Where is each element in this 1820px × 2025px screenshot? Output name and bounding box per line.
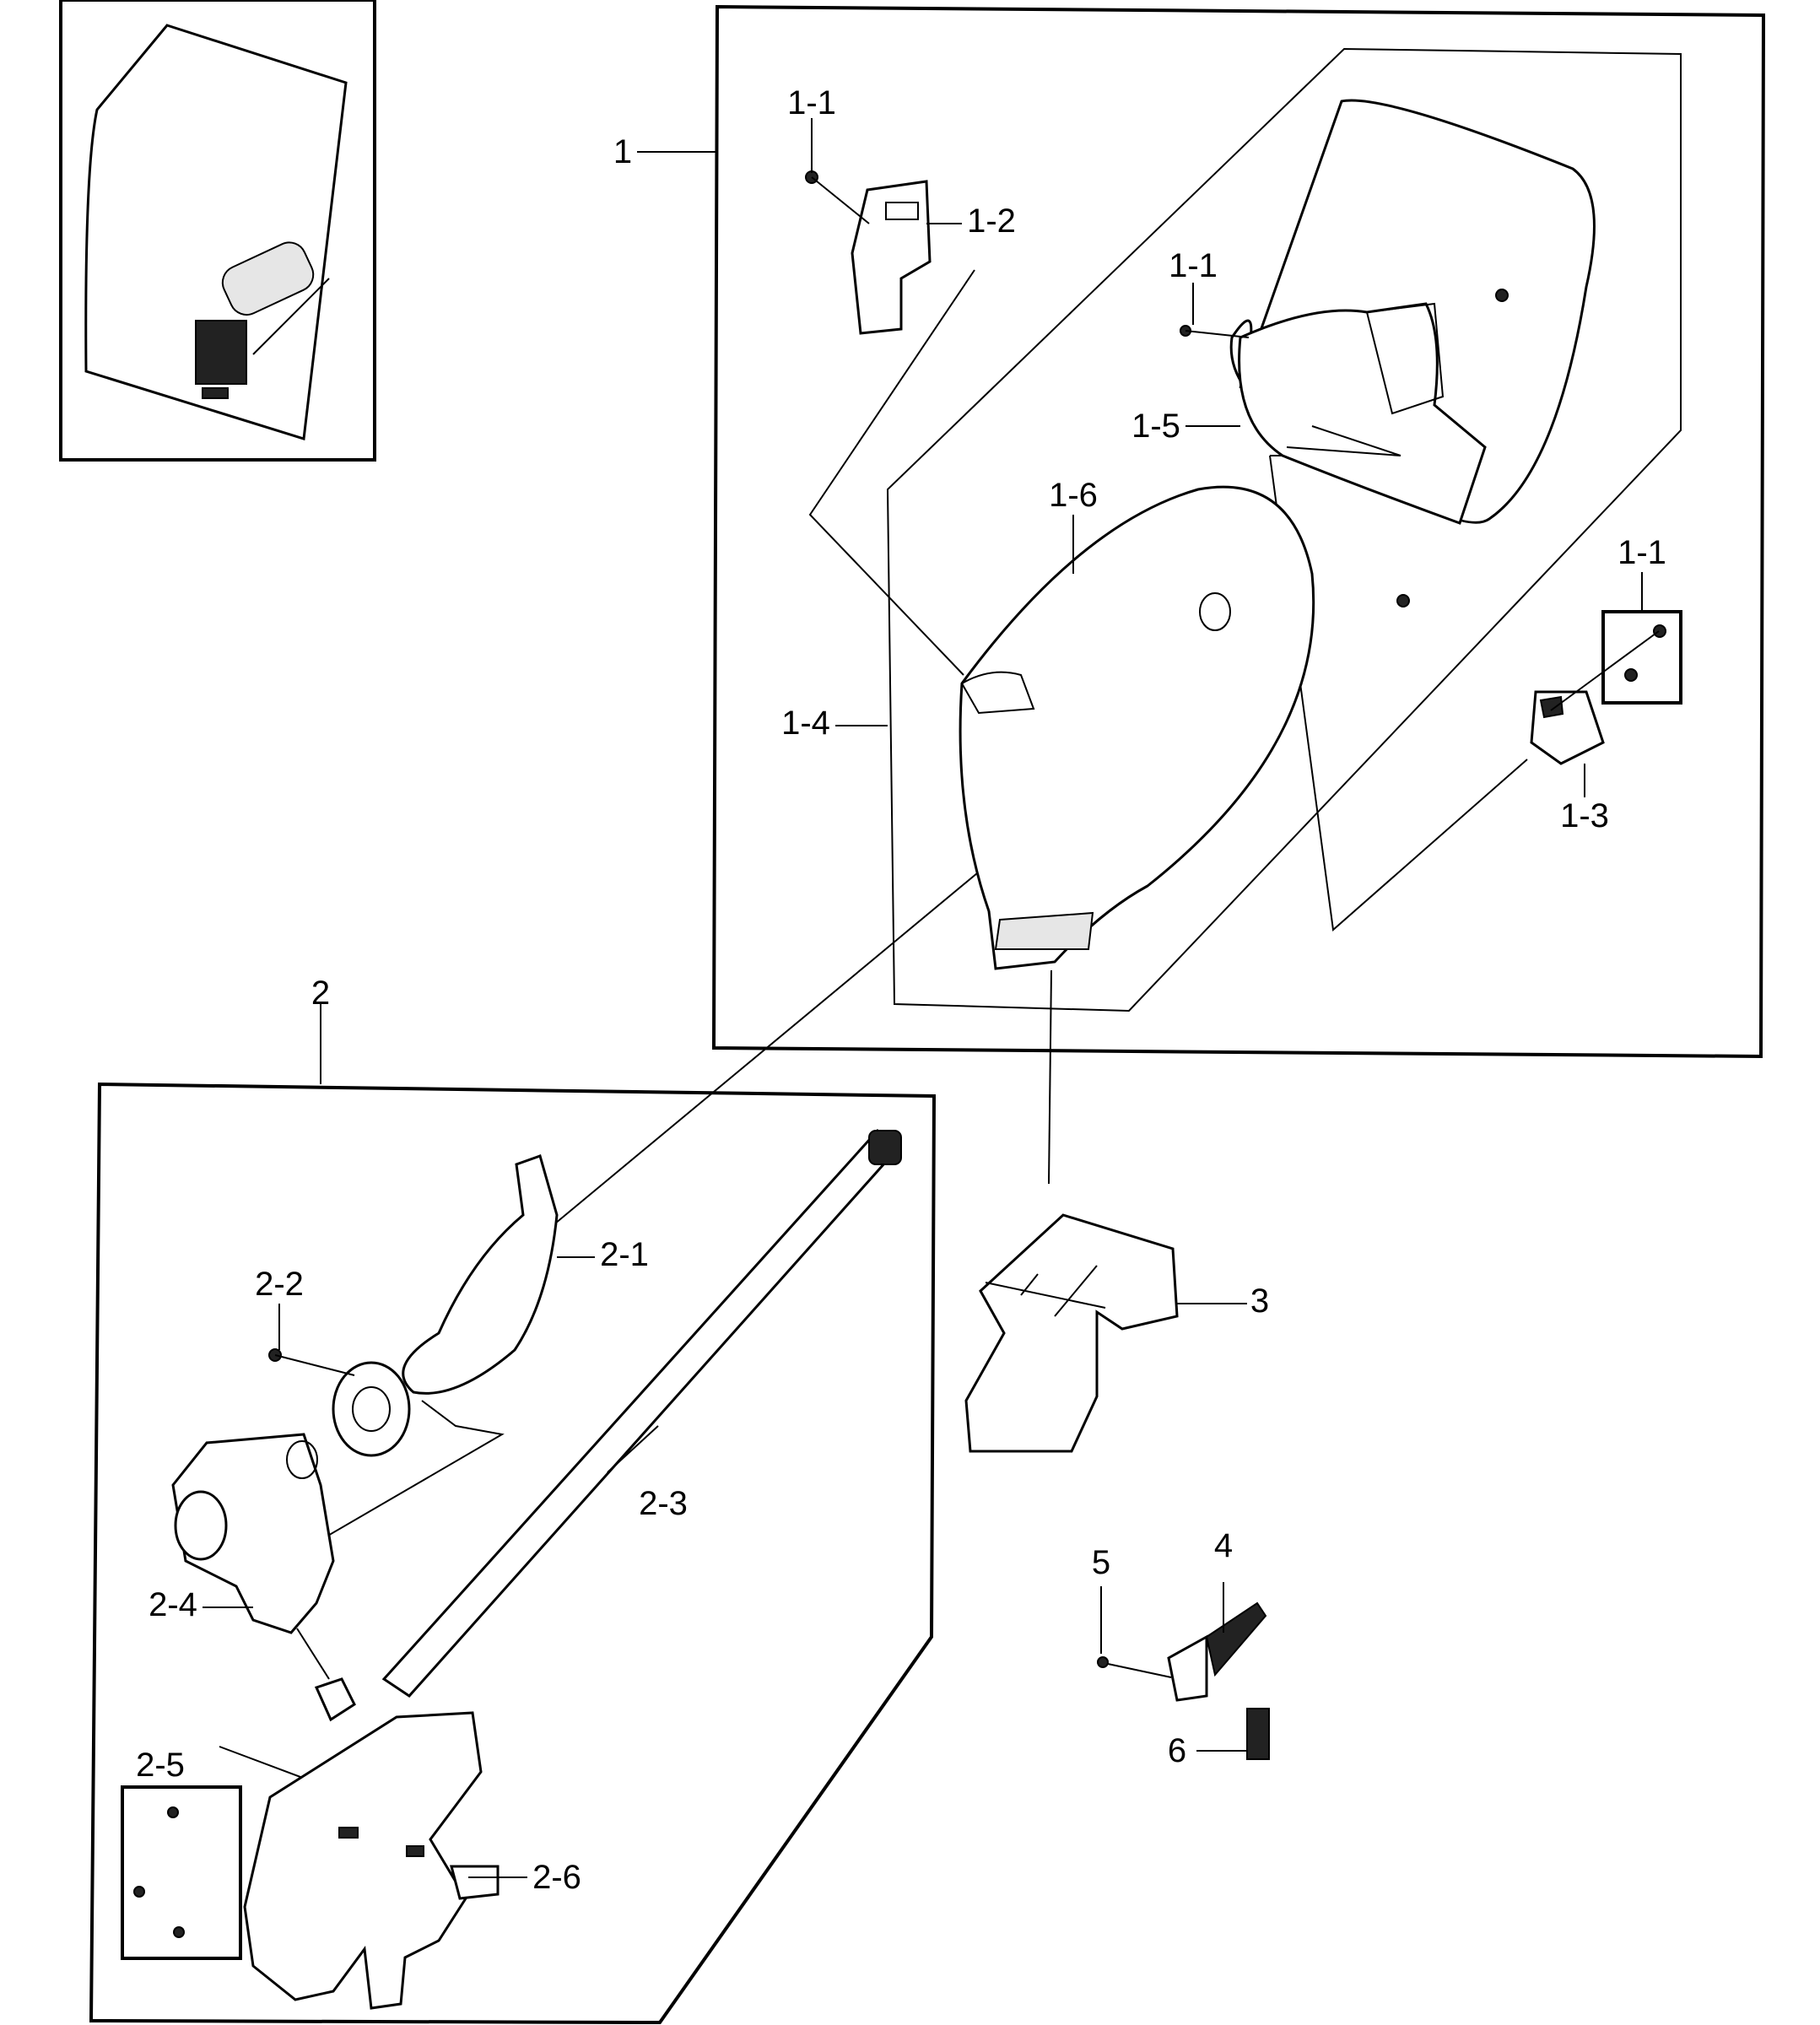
part-2-1-burner-tube [268,1154,559,1570]
part-2-6-bracket [219,1711,500,2010]
callout-2: 2 [311,975,330,1012]
part-1-6-lower-drum [959,485,1315,970]
part-3-bracket [964,1213,1179,1453]
part-1-2-bracket [805,170,932,335]
part-2-3-rod [381,1128,902,1698]
callout-5: 5 [1092,1544,1110,1581]
callout-1-1-right: 1-1 [1617,534,1666,571]
callout-1-3: 1-3 [1560,797,1609,834]
callout-2-1: 2-1 [600,1236,649,1273]
part-1-3-sensor [1530,610,1682,765]
part-2-4-gas-valve [171,1433,356,1722]
part-6-pad [1196,1708,1270,1760]
part-2-5-screws [121,1785,242,1960]
callout-2-3: 2-3 [639,1485,688,1522]
inset-thumbnail [59,0,376,462]
callout-2-2: 2-2 [255,1266,304,1303]
callout-1-1-top-left: 1-1 [787,84,836,122]
callout-4: 4 [1214,1527,1233,1564]
callout-2-5: 2-5 [136,1747,185,1784]
callout-6: 6 [1168,1732,1186,1769]
callout-1-1-middle: 1-1 [1169,247,1218,284]
callout-1: 1 [613,133,632,170]
callout-2-6: 2-6 [532,1859,581,1896]
callout-1-4: 1-4 [781,705,830,742]
callout-2-4: 2-4 [149,1586,197,1623]
callout-1-2: 1-2 [967,202,1016,240]
callout-1-6: 1-6 [1049,477,1098,514]
part-4-sensor [1167,1582,1267,1702]
part-5-screw [1097,1586,1172,1678]
assembly-2-group [89,1004,937,2025]
part-1-5-upper-drum [1180,99,1596,608]
callout-1-5: 1-5 [1131,408,1180,445]
callout-3: 3 [1250,1282,1269,1320]
inset-burner-assembly [195,241,330,399]
assembly-1-group [549,4,1766,1228]
